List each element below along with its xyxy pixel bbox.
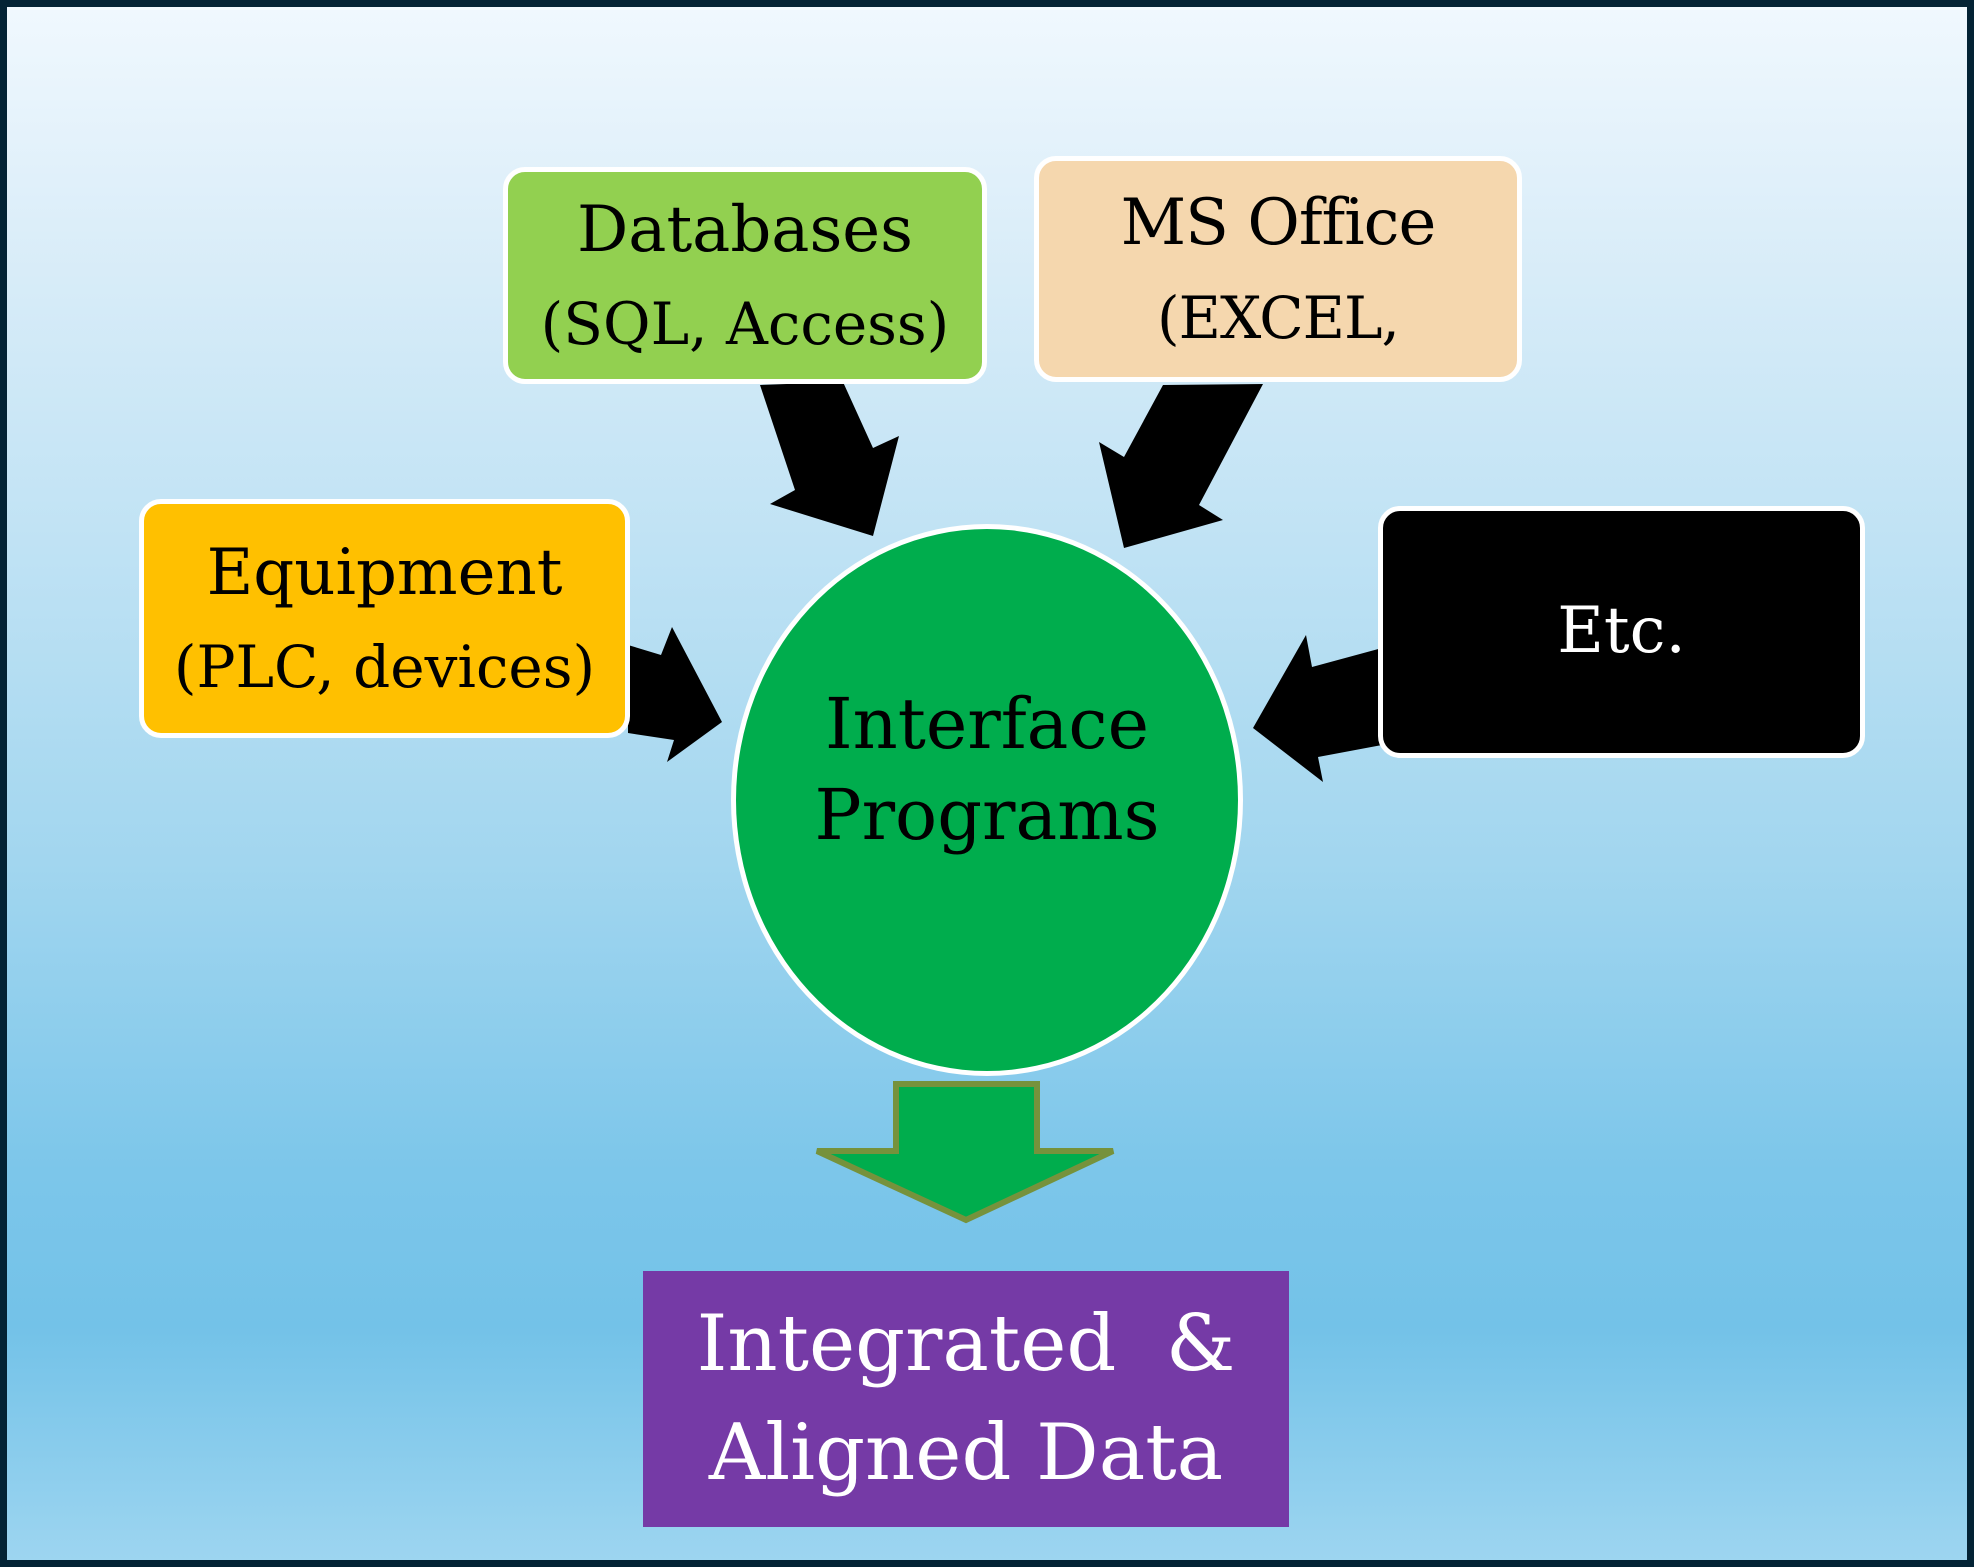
equipment-subtitle: (PLC, devices): [173, 633, 596, 702]
equipment-title: Equipment: [206, 535, 563, 610]
arrow-hub-to-output: [815, 1081, 1115, 1224]
source-databases: Databases (SQL, Access): [503, 167, 987, 384]
output-line-1: Integrated &: [696, 1298, 1236, 1389]
arrow-databases-to-hub: [760, 382, 899, 536]
ms-office-title: MS Office: [1120, 186, 1437, 261]
output-line-2: Aligned Data: [708, 1408, 1224, 1498]
arrow-etc-to-hub: [1253, 635, 1382, 782]
arrow-equipment-to-hub: [628, 627, 722, 762]
hub-line-2: Programs: [814, 774, 1160, 856]
etc-title: Etc.: [1557, 594, 1686, 669]
hub-interface-programs: Interface Programs: [731, 524, 1243, 1076]
databases-subtitle: (SQL, Access): [540, 290, 950, 359]
hub-line-1: Interface: [824, 683, 1150, 765]
arrow-msoffice-to-hub: [1099, 384, 1263, 548]
output-integrated-data: Integrated & Aligned Data: [643, 1271, 1289, 1527]
source-etc: Etc.: [1378, 506, 1865, 758]
source-equipment: Equipment (PLC, devices): [139, 499, 630, 738]
source-ms-office: MS Office (EXCEL,: [1034, 156, 1522, 382]
databases-title: Databases: [576, 192, 914, 267]
ms-office-subtitle: (EXCEL,: [1157, 283, 1400, 352]
